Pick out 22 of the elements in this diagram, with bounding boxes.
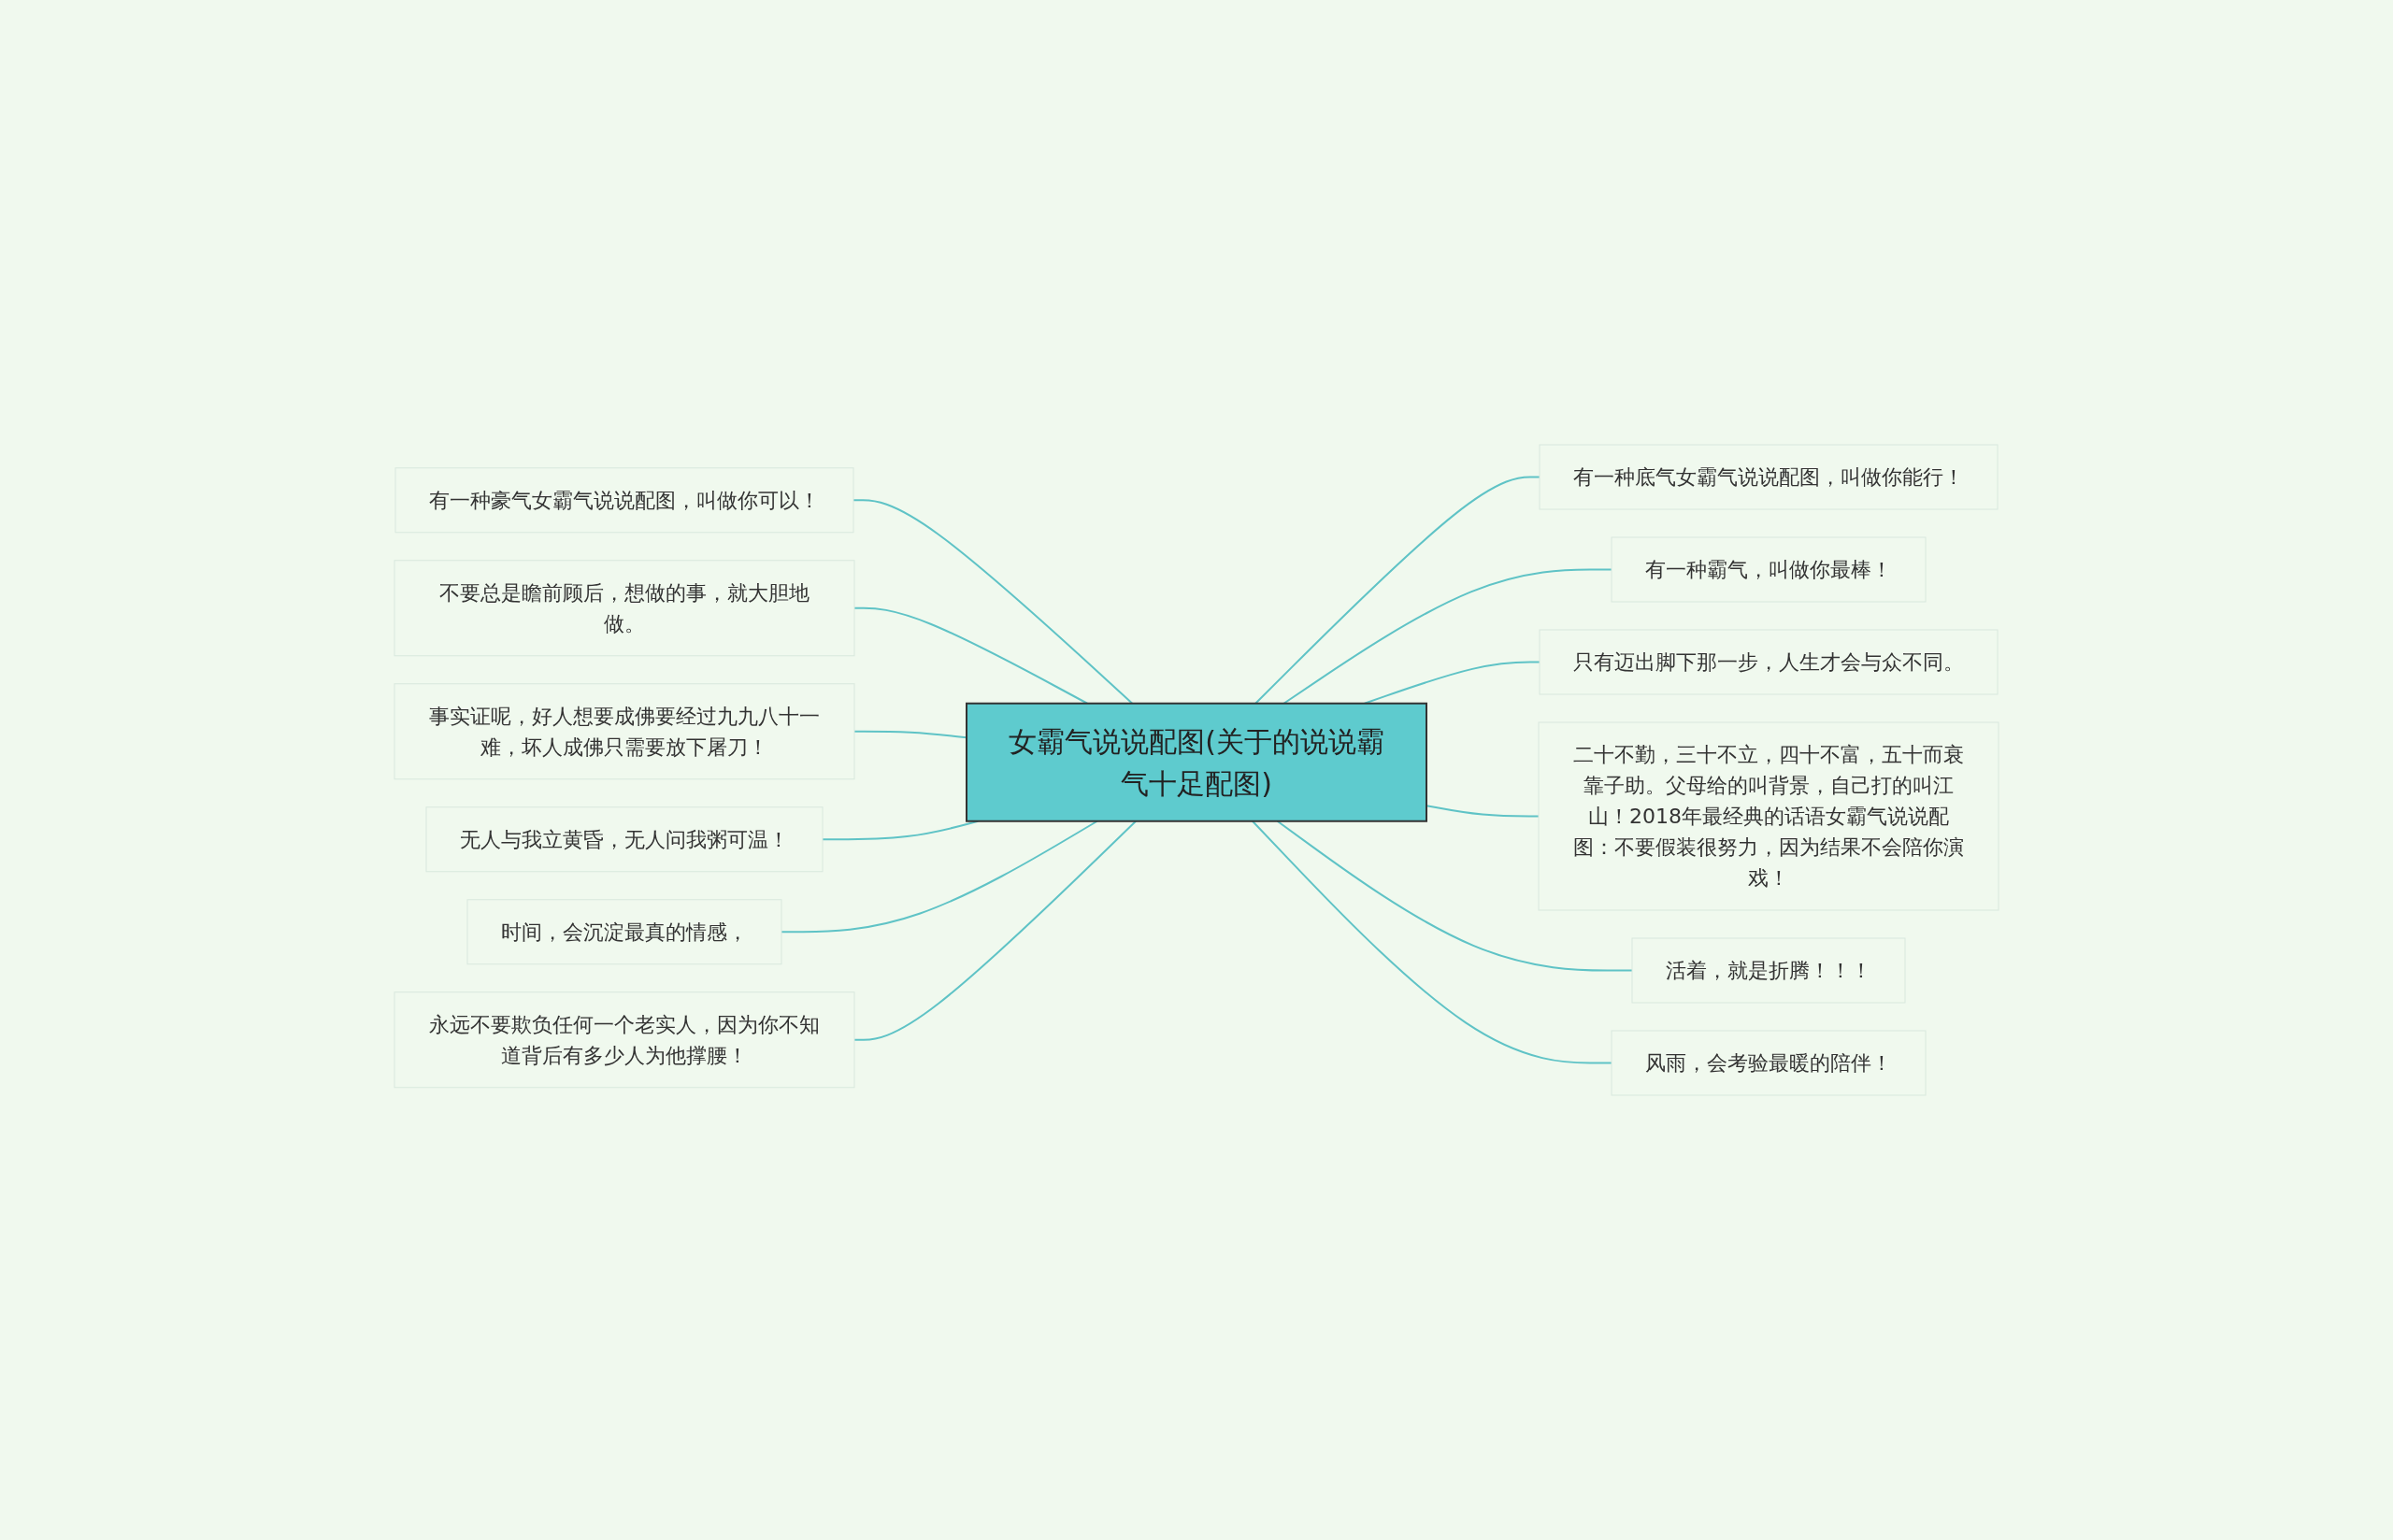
node-box: 活着，就是折腾！！！ bbox=[1631, 937, 1906, 1004]
connector bbox=[1251, 820, 1612, 1064]
node-box: 不要总是瞻前顾后，想做的事，就大胆地做。 bbox=[394, 560, 855, 657]
connector bbox=[1276, 820, 1633, 972]
connector bbox=[1282, 568, 1612, 705]
node-box: 女霸气说说配图(关于的说说霸气十足配图) bbox=[966, 702, 1427, 822]
node-box: 有一种霸气，叫做你最棒！ bbox=[1611, 536, 1927, 603]
connector bbox=[853, 730, 967, 739]
node-box: 事实证呢，好人想要成佛要经过九九八十一难，坏人成佛只需要放下屠刀！ bbox=[394, 683, 855, 780]
node-box: 风雨，会考验最暖的陪伴！ bbox=[1611, 1030, 1927, 1096]
connector bbox=[853, 606, 1089, 705]
connector bbox=[853, 820, 1138, 1041]
node-box: 有一种底气女霸气说说配图，叫做你能行！ bbox=[1539, 444, 1999, 510]
node-box: 无人与我立黄昏，无人问我粥可温！ bbox=[425, 806, 824, 873]
node-box: 有一种豪气女霸气说说配图，叫做你可以！ bbox=[394, 467, 854, 534]
connector bbox=[1254, 476, 1540, 705]
connector bbox=[781, 820, 1098, 934]
node-box: 时间，会沉淀最真的情感， bbox=[466, 899, 782, 965]
node-box: 二十不勤，三十不立，四十不富，五十而衰靠子助。父母给的叫背景，自己打的叫江山！2018年最经典的话语女霸气说说配图：不要假装很努力，因为结果不会陪你演戏！ bbox=[1538, 721, 1999, 911]
node-box: 永远不要欺负任何一个老实人，因为你不知道背后有多少人为他撑腰！ bbox=[394, 991, 855, 1089]
connector bbox=[853, 499, 1134, 705]
node-box: 只有迈出脚下那一步，人生才会与众不同。 bbox=[1539, 629, 1999, 695]
